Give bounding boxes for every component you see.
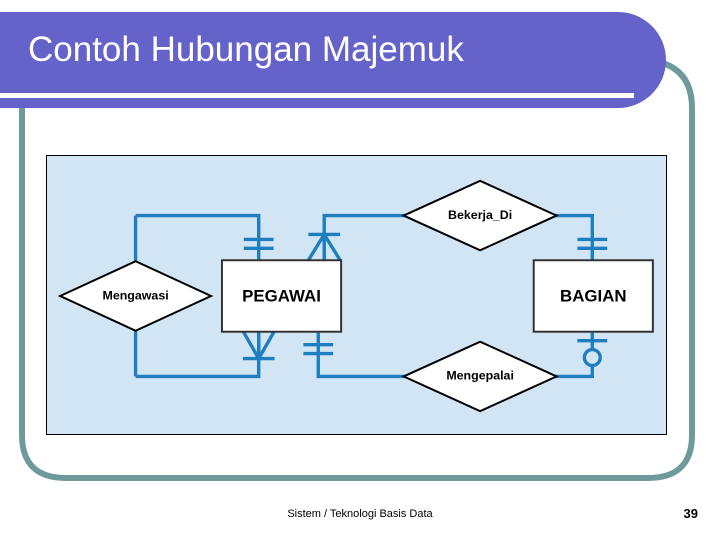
relationship-mengawasi: Mengawasi — [57, 260, 214, 332]
title-underline-rule — [0, 93, 634, 98]
er-diagram-container: PEGAWAI BAGIAN Mengawasi Bekerja_Di Meng… — [46, 155, 667, 435]
entity-bagian: BAGIAN — [532, 259, 654, 333]
relationship-bekerja-di: Bekerja_Di — [401, 179, 559, 252]
entity-pegawai-label: PEGAWAI — [242, 286, 321, 305]
relationship-mengawasi-label: Mengawasi — [102, 288, 168, 302]
entity-pegawai: PEGAWAI — [220, 259, 343, 333]
notation-one-or-many-pegawai-bottom-left — [241, 329, 277, 362]
relationship-mengepalai-label: Mengepalai — [446, 369, 514, 383]
page-number: 39 — [683, 506, 698, 521]
relationship-mengepalai: Mengepalai — [401, 340, 559, 413]
line-mengawasi-top — [135, 213, 261, 261]
entity-bagian-label: BAGIAN — [560, 286, 626, 305]
notation-one-or-many-pegawai-top-right — [306, 231, 342, 262]
footer-text: Sistem / Teknologi Basis Data — [287, 508, 433, 520]
relationship-bekerja-di-label: Bekerja_Di — [448, 208, 512, 222]
er-diagram: PEGAWAI BAGIAN Mengawasi Bekerja_Di Meng… — [57, 179, 654, 413]
line-mengawasi-bottom — [135, 332, 261, 379]
page-title: Contoh Hubungan Majemuk — [28, 30, 464, 69]
